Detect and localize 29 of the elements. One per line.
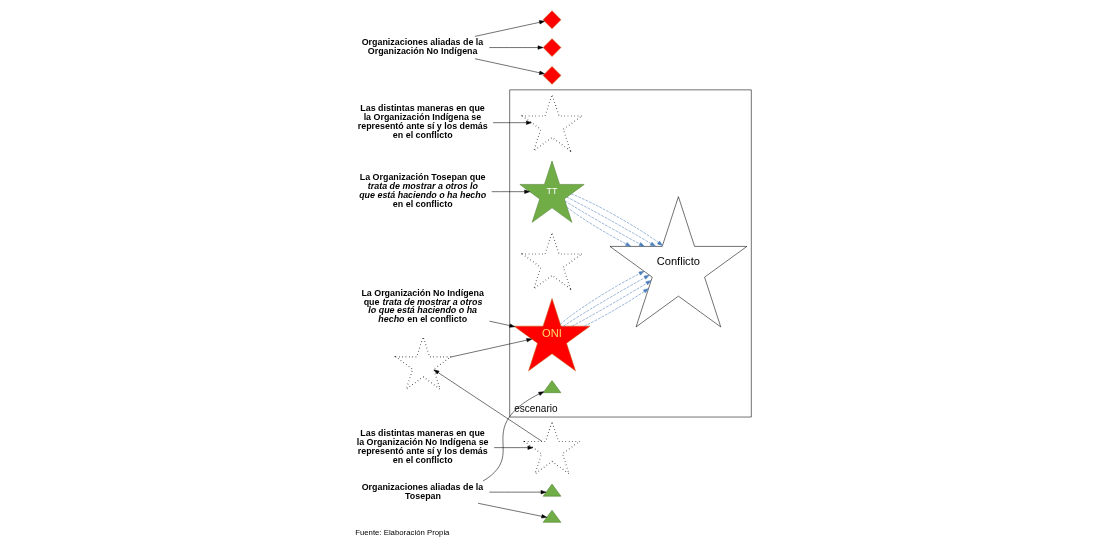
arrow [570,193,663,246]
node-triangle [542,380,561,393]
node-text: Organizaciones aliadas de la Tosepan [361,481,483,501]
arrow [583,288,649,327]
arrow [477,503,547,519]
node-sun [522,419,581,476]
arrow [433,369,542,442]
node-diamond [542,66,561,85]
arrow [449,338,532,358]
node-text: Las distintas maneras en que la Organización Indígena se representó ante sí y los demás en el conflicto [357,103,488,141]
arrow [566,207,631,247]
arrow [564,200,645,247]
node-text: Organizaciones aliadas de la Organización No Indígena [361,37,483,57]
arrow [488,45,543,50]
arrow [490,189,530,194]
arrow [474,20,545,37]
arrow [474,58,545,75]
node-diamond [542,10,561,29]
arrow [492,120,532,125]
arrow [493,445,533,450]
arrow [488,320,515,328]
node-text: Las distintas maneras en que la Organización No Indígena se representó ante sí y los demás en el conflicto [356,428,489,466]
arrow [482,391,544,482]
arrow [571,280,651,327]
node-text: La Organización Tosepan que trata de mostrar a otros lo que está haciendo o ha hecho en el conflicto [358,172,486,210]
arrow [488,490,546,495]
arrow [566,196,656,247]
node-text: La Organización No Indígena que trata de mostrar a otros lo que está haciendo o ha hecho en el conflicto [360,287,484,325]
node-diamond [542,38,561,57]
